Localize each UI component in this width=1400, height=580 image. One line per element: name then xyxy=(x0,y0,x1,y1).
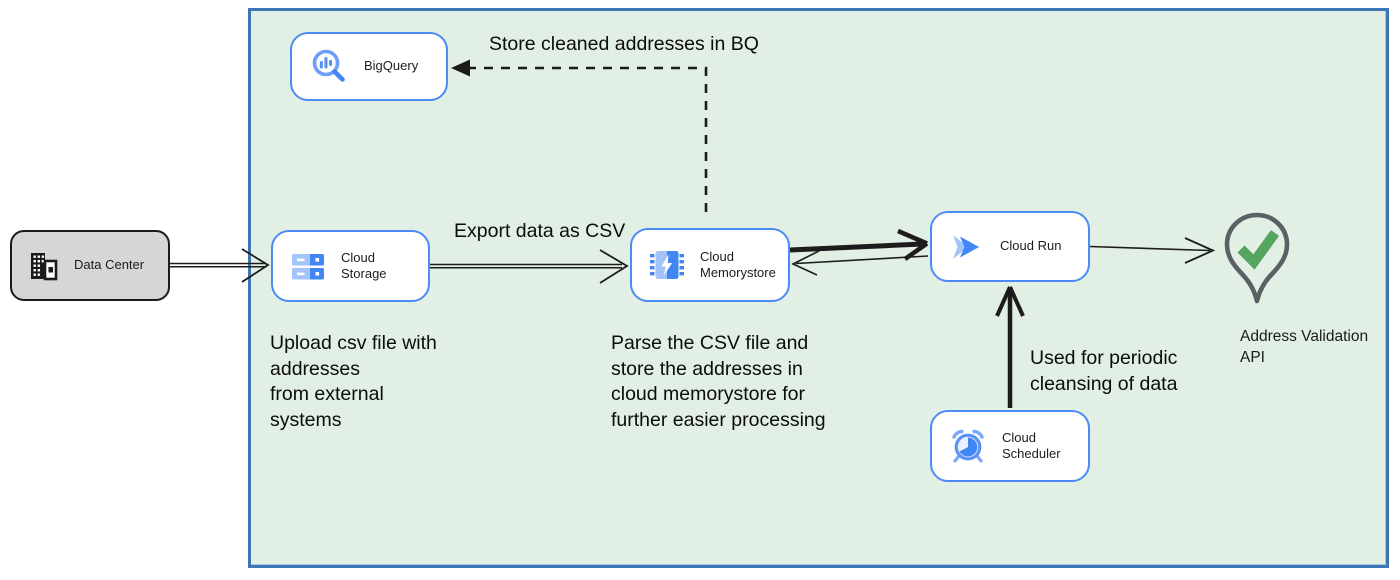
node-bigquery[interactable]: BigQuery xyxy=(290,32,448,101)
bigquery-icon xyxy=(312,49,345,82)
data-center-icon xyxy=(31,252,58,280)
node-cloud-memorystore[interactable]: Cloud Memorystore xyxy=(630,228,790,302)
node-label: Cloud Scheduler xyxy=(1002,429,1061,461)
upload-note: Upload csv file with addresses from exte… xyxy=(270,332,437,431)
node-cloud-storage[interactable]: Cloud Storage xyxy=(271,230,430,302)
node-cloud-scheduler[interactable]: Cloud Scheduler xyxy=(930,410,1090,482)
cloud-storage-icon xyxy=(292,254,324,280)
node-label: Cloud Memorystore xyxy=(700,248,776,280)
node-label: Cloud Storage xyxy=(341,249,387,281)
store-bq-label: Store cleaned addresses in BQ xyxy=(489,33,759,55)
node-label: Cloud Run xyxy=(1000,238,1062,254)
export-csv-label: Export data as CSV xyxy=(454,220,626,242)
periodic-cleansing-note: Used for periodic cleansing of data xyxy=(1030,347,1178,395)
node-cloud-run[interactable]: Cloud Run xyxy=(930,211,1090,282)
address-validation-api-label: Address Validation API xyxy=(1240,328,1369,366)
cloud-memorystore-icon xyxy=(650,251,684,279)
cloud-run-icon xyxy=(953,234,979,259)
parse-note: Parse the CSV file and store the address… xyxy=(611,332,826,431)
node-label: BigQuery xyxy=(364,58,419,74)
node-data-center[interactable]: Data Center xyxy=(10,230,170,301)
cloud-scheduler-icon xyxy=(952,429,984,463)
gcp-boundary-box xyxy=(248,8,1389,568)
node-label: Data Center xyxy=(74,257,145,273)
